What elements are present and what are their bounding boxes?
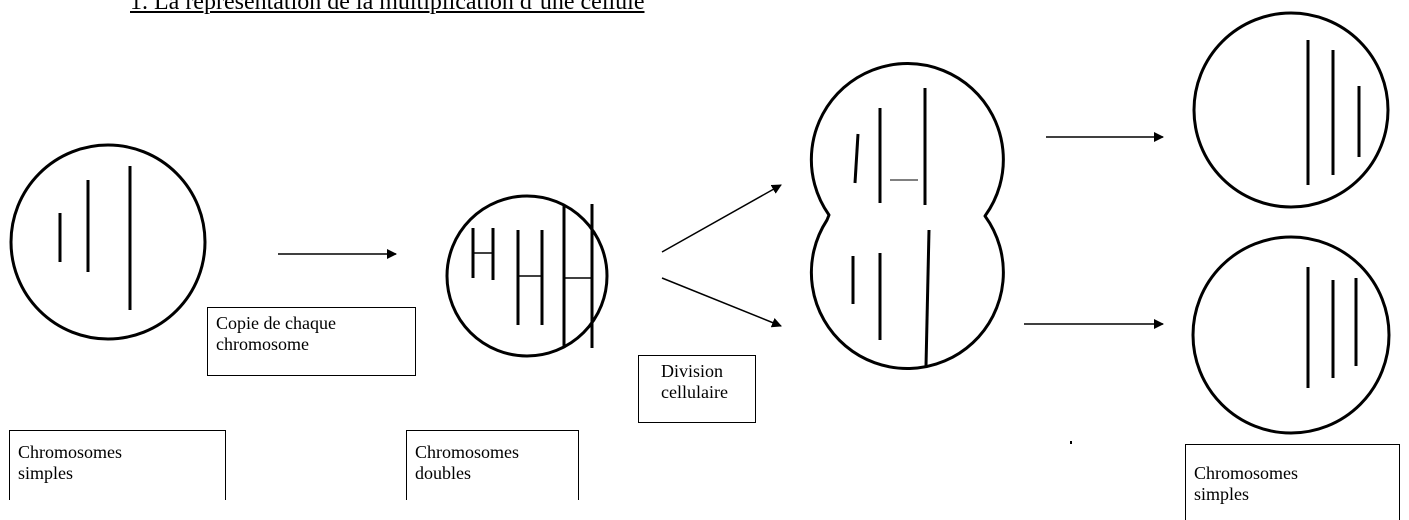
label-line: Chromosomes [415, 442, 520, 462]
label-simple-chromosomes-right: Chromosomes simples [1185, 444, 1400, 520]
dividing-cell [809, 62, 1005, 370]
label-line: simples [18, 463, 74, 483]
label-line: chromosome [216, 334, 309, 354]
cell-double-chromosomes [445, 194, 609, 358]
label-simple-chromosomes-left: Chromosomes simples [9, 430, 226, 500]
daughter-cell-top [1192, 11, 1390, 209]
cell-simple-chromosomes [9, 143, 207, 341]
stray-mark [1070, 441, 1072, 444]
arrow-division-up [661, 184, 782, 253]
label-line: cellulaire [661, 382, 728, 402]
label-line: Copie de chaque [216, 313, 336, 333]
label-line: Chromosomes [1194, 463, 1299, 483]
daughter-cell-bottom [1191, 235, 1391, 435]
label-cell-division: Division cellulaire [638, 355, 756, 423]
label-copy-chromosomes: Copie de chaque chromosome [207, 307, 416, 376]
arrow-division-down [661, 277, 782, 328]
label-line: Division [661, 361, 724, 381]
label-line: doubles [415, 463, 471, 483]
label-double-chromosomes: Chromosomes doubles [406, 430, 579, 500]
label-line: simples [1194, 484, 1250, 504]
diagram-title: 1. La représentation de la multiplicatio… [130, 0, 645, 15]
label-line: Chromosomes [18, 442, 123, 462]
